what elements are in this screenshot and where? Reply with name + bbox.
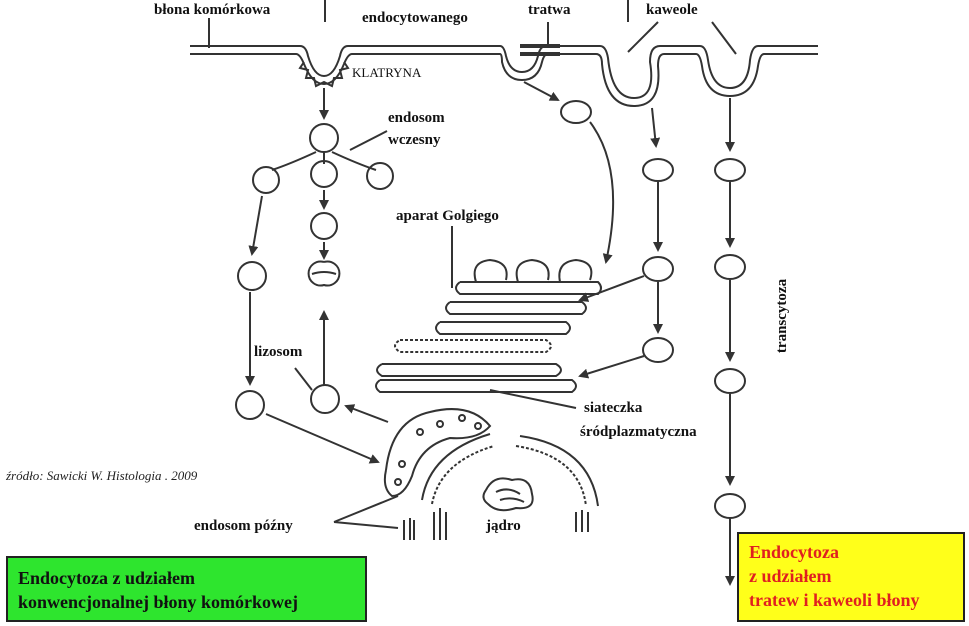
- arrow-cav-to-golgi: [578, 275, 645, 302]
- vesicle: [642, 158, 674, 182]
- arrow-to-late-endosome: [265, 413, 380, 464]
- arrow-to-lysosome: [344, 404, 389, 423]
- vesicle: [642, 337, 674, 363]
- vesicle: [714, 254, 746, 280]
- label-raft: tratwa: [528, 2, 571, 18]
- label-lysosome: lizosom: [254, 344, 303, 360]
- vesicle: [237, 261, 267, 291]
- source-citation: źródło: Sawicki W. Histologia . 2009: [5, 468, 198, 483]
- early-endosome-leader: [349, 130, 388, 151]
- late-endosome-leader-2: [333, 521, 399, 529]
- label-cell-membrane: błona komórkowa: [154, 2, 271, 18]
- clathrin-coat: [298, 61, 350, 88]
- label-late-endosome: endosom późny: [194, 518, 293, 534]
- vesicle: [642, 256, 674, 282]
- conventional-endocytosis-box: Endocytoza z udziałem konwencjonalnej bł…: [6, 556, 367, 622]
- late-endosome: [383, 408, 492, 540]
- arrow-cav-1: [650, 107, 661, 148]
- label-nucleus: jądro: [485, 518, 521, 534]
- nuclear-envelope: [421, 433, 599, 532]
- vesicle: [714, 493, 746, 519]
- lysosome-leader: [294, 367, 313, 391]
- vesicle: [560, 100, 592, 124]
- er-leader: [489, 389, 577, 409]
- arrow-left-1: [248, 195, 263, 256]
- vesicle: [310, 212, 338, 240]
- label-er-2: śródplazmatyczna: [580, 424, 697, 440]
- cell-membrane: [190, 44, 818, 108]
- yellow-box-line-3: tratew i kaweoli błony: [749, 590, 920, 610]
- nucleolus: [482, 477, 534, 512]
- raft-caveolae-endocytosis-box: Endocytoza z udziałem tratew i kaweoli b…: [737, 532, 965, 622]
- endoplasmic-reticulum: [375, 339, 577, 393]
- early-endosome: [252, 123, 394, 194]
- yellow-box-line-2: z udziałem: [749, 566, 832, 586]
- late-endosome-leader-1: [333, 495, 399, 523]
- caveola-leader-1: [627, 21, 659, 53]
- label-transcytosis: transcytoza: [774, 278, 790, 353]
- vesicle: [714, 368, 746, 394]
- green-box-line-2: konwencjonalnej błony komórkowej: [18, 592, 299, 612]
- label-clathrin: KLATRYNA: [352, 65, 422, 80]
- green-box-line-1: Endocytoza z udziałem: [18, 568, 195, 588]
- label-early-endosome-1: endosom: [388, 110, 445, 126]
- label-golgi: aparat Golgiego: [396, 208, 499, 224]
- label-endocytosed: endocytowanego: [362, 10, 468, 26]
- lysosome: [310, 384, 340, 414]
- label-early-endosome-2: wczesny: [388, 132, 441, 148]
- vesicle: [714, 158, 746, 182]
- vesicle: [235, 390, 265, 420]
- label-er-1: siateczka: [584, 400, 643, 416]
- caveola-leader-2: [711, 21, 737, 55]
- label-caveolae: kaweole: [646, 2, 698, 18]
- arrow-raft-1: [523, 81, 560, 101]
- vesicle-double: [307, 260, 341, 287]
- arrow-raft-to-golgi: [589, 121, 615, 264]
- golgi-apparatus: [435, 258, 602, 335]
- yellow-box-line-1: Endocytoza: [749, 542, 839, 562]
- arrow-cav-to-er: [578, 355, 645, 379]
